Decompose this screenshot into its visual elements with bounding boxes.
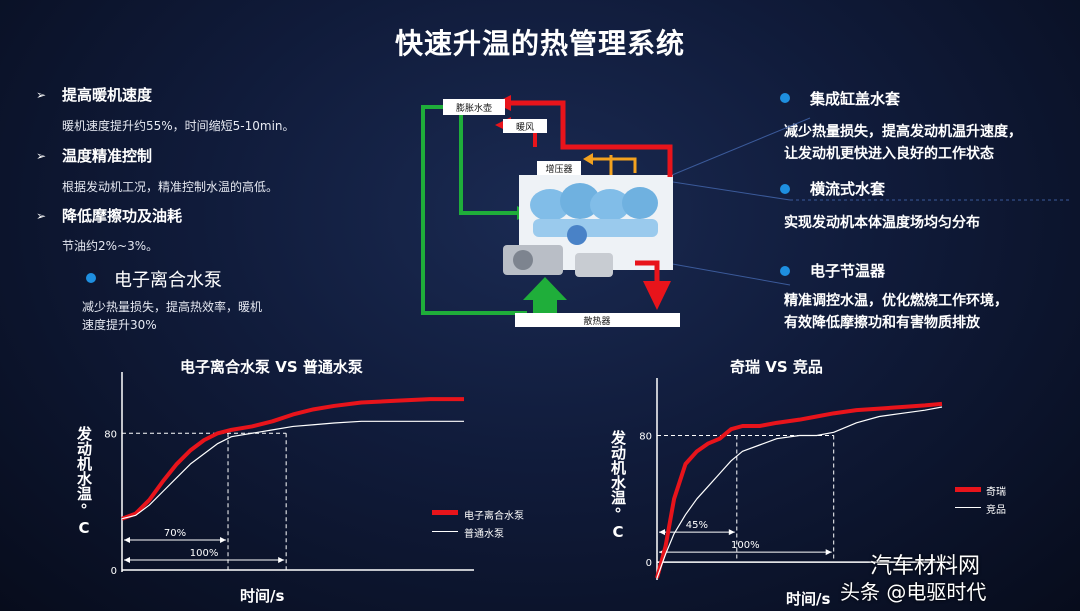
heater-label: 暖风	[516, 121, 534, 133]
bullet-arrow-icon: ➢	[36, 88, 47, 102]
bullet-dot-icon	[780, 266, 790, 276]
chart1-annotation-label: 100%	[190, 548, 219, 559]
left-item-2-head: 温度精准控制	[62, 147, 153, 165]
chart1-plot: 0 80 70% 100%	[104, 372, 474, 577]
radiator-label: 散热器	[583, 315, 610, 327]
turbo-box	[537, 161, 581, 175]
chart2-legend-swatch-1	[955, 487, 981, 492]
chart1-xlabel: 时间/s	[240, 587, 285, 605]
bullet-dot-icon	[86, 273, 96, 283]
watermark-line2: 头条 @电驱时代	[840, 580, 987, 604]
left-item-1-body: 暖机速度提升约55%，时间缩短5-10min。	[62, 119, 295, 133]
radiator-supply-path	[635, 260, 660, 283]
radiator-supply-arrowhead	[643, 281, 671, 310]
chart2-plot: 0 80 45% 100%	[639, 378, 952, 580]
chart2-series-1-line	[655, 401, 943, 579]
chart2-annotation-arrow-right	[728, 529, 735, 536]
right-item-3-head: 电子节温器	[810, 262, 886, 280]
right-item-1-head: 集成缸盖水套	[810, 90, 901, 108]
page-title: 快速升温的热管理系统	[394, 27, 685, 60]
radiator-box	[515, 313, 680, 327]
engine-water-jacket	[530, 183, 658, 245]
chart1-annotation-arrow-left	[124, 557, 130, 563]
bullet-arrow-icon: ➢	[36, 149, 47, 163]
chart1-legend-label-1: 电子离合水泵	[464, 511, 524, 522]
right-item-2-body-1: 实现发动机本体温度场均匀分布	[784, 215, 980, 231]
chart2-xlabel: 时间/s	[786, 590, 831, 608]
turbo-feed-path	[593, 157, 637, 173]
heater-return-path	[459, 115, 520, 215]
left-item-3-head: 降低摩擦功及油耗	[62, 207, 183, 225]
bullet-dot-icon	[780, 93, 790, 103]
chart1-legend-label-2: 普通水泵	[464, 529, 504, 540]
chart2-title: 奇瑞 VS 竞品	[730, 358, 823, 376]
left-item-2-body: 根据发动机工况，精准控制水温的高低。	[62, 180, 279, 194]
chart1-series-1-line	[121, 397, 464, 521]
chart1-series-2-line	[121, 420, 464, 520]
radiator-return-arrow	[523, 277, 567, 315]
pump-head: 电子离合水泵	[114, 270, 222, 291]
bullet-arrow-icon: ➢	[36, 209, 47, 223]
chart1-legend-swatch-2	[432, 531, 458, 532]
watermark-brand: 汽车材料网	[870, 554, 981, 579]
right-item-3-body-1: 精准调控水温，优化燃烧工作环境，	[784, 293, 1008, 309]
pump-graphic	[503, 245, 613, 277]
turbo-feed-arrowhead	[583, 153, 593, 165]
chart2-annotation-arrow-right	[825, 549, 832, 556]
chart1-annotation-arrow-left	[124, 537, 130, 543]
heater-box	[503, 119, 547, 133]
chart2-annotation-arrow-left	[659, 529, 665, 536]
connector-lines	[649, 117, 1070, 286]
chart1-annotation-arrow-right	[220, 537, 227, 543]
chart1-ytick-label: 80	[104, 429, 117, 440]
right-item-1-body-2: 让发动机更快进入良好的工作状态	[784, 146, 994, 162]
chart2-annotation-label: 45%	[686, 520, 708, 531]
expansion-tank-label: 膨胀水壶	[456, 102, 492, 114]
left-item-1-head: 提高暖机速度	[62, 86, 153, 104]
chart1-title: 电子离合水泵 VS 普通水泵	[180, 358, 363, 376]
pump-body-line2: 速度提升30%	[82, 318, 157, 332]
coolant-return-path	[421, 105, 527, 315]
pump-body-line1: 减少热量损失，提高热效率，暖机	[82, 300, 263, 314]
chart1-annotation-arrow-right	[278, 557, 285, 563]
right-item-2-head: 横流式水套	[810, 180, 886, 198]
expansion-tank-box	[443, 99, 505, 115]
chart1-ytick-label: 0	[111, 566, 117, 577]
chart2-legend-swatch-2	[955, 507, 981, 508]
chart1-legend-swatch-1	[432, 510, 458, 515]
chart2-ytick-label: 0	[646, 558, 652, 569]
chart1-ylabel: 发动机水温°C	[75, 426, 93, 537]
chart2-legend-label-1: 奇瑞	[986, 487, 1006, 498]
hot-coolant-path	[510, 100, 673, 177]
chart2-legend-label-2: 竞品	[986, 505, 1006, 516]
thermal-diagram: 膨胀水壶 暖风 增压器 散热器	[421, 95, 680, 327]
right-item-3-body-2: 有效降低摩擦功和有害物质排放	[784, 315, 980, 331]
chart2-ytick-label: 80	[639, 432, 652, 443]
chart1-annotation-label: 70%	[164, 528, 186, 539]
right-item-1-body-1: 减少热量损失，提高发动机温升速度，	[784, 124, 1022, 140]
left-item-3-body: 节油约2%~3%。	[62, 239, 159, 253]
chart2-ylabel: 发动机水温°C	[609, 430, 627, 541]
bullet-dot-icon	[780, 184, 790, 194]
chart2-annotation-label: 100%	[731, 540, 760, 551]
turbo-label: 增压器	[545, 163, 572, 175]
chart2-series-2-line	[656, 406, 943, 579]
